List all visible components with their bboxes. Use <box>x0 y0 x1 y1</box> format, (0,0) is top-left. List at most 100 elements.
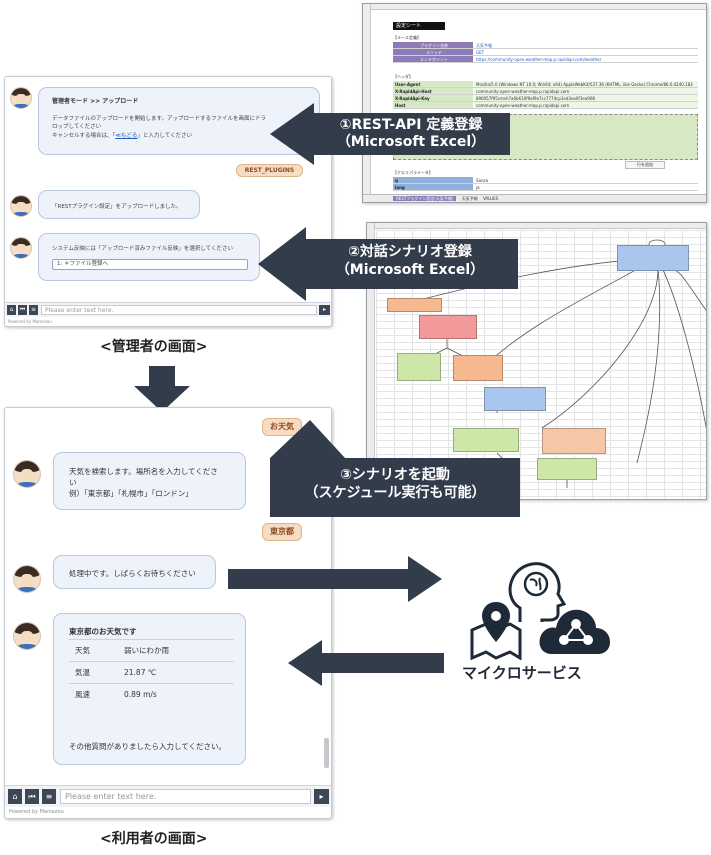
section-query: 【クエリパラメータ】 <box>393 170 433 175</box>
sheet-value-cell[interactable]: 天気予報 <box>476 43 492 48</box>
sheet-value-cell[interactable]: Mozilla/5.0 (Windows NT 10.0; Win64; x64… <box>474 81 698 87</box>
cancel-text-pre: キャンセルする場合は、「 <box>52 133 116 139</box>
step2-label: ②対話シナリオ登録 （Microsoft Excel） <box>310 243 510 279</box>
microservice-label: マイクロサービス <box>462 664 582 682</box>
weather-title: 東京都のお天気です <box>69 627 137 636</box>
row-header <box>363 4 371 202</box>
send-icon[interactable]: ▸ <box>314 789 329 804</box>
weather-row-value: 21.87 ℃ <box>124 668 157 677</box>
bot-avatar <box>13 565 41 593</box>
weather-row-label: 天気 <box>75 646 90 655</box>
flow-node <box>397 353 441 381</box>
sheet-key-cell[interactable]: X-RapidApi-Key <box>393 95 473 101</box>
bot-message: 「RESTプラグイン設定」をアップロードしました。 <box>38 190 200 219</box>
admin-chat-window: 管理者モード >> アップロード データファイルのアップロードを開始します。アッ… <box>4 76 332 327</box>
response-arrow <box>288 640 444 686</box>
cloud-network-icon <box>539 609 610 654</box>
reflect-instruction: システム反映には「アップロード済みファイル反映」を選択してください <box>52 246 234 252</box>
option-button[interactable]: 1: ＊ファイル登録へ <box>52 259 248 270</box>
step3-title: ③シナリオを起動 <box>340 467 450 483</box>
sheet-value-cell[interactable]: https://community-open-weather-map.p.rap… <box>476 57 602 62</box>
weather-prompt-2: い <box>69 478 77 487</box>
sheet-value-cell[interactable]: community-open-weather-map.p.rapidapi.co… <box>474 102 698 108</box>
menu-icon[interactable]: ≡ <box>42 789 56 804</box>
weather-row-label: 風速 <box>75 690 90 699</box>
input-bar: ⌂ ⏮ ≡ Please enter text here. ▸ <box>5 785 331 807</box>
user-message: REST_PLUGINS <box>236 164 303 177</box>
step1-title: ①REST-API 定義登録 <box>339 117 483 133</box>
bot-message: システム反映には「アップロード済みファイル反映」を選択してください 1: ＊ファ… <box>38 233 260 281</box>
user-caption: <利用者の画面> <box>100 831 208 847</box>
skip-back-icon[interactable]: ⏮ <box>25 789 39 804</box>
sheet-key-cell[interactable]: X-RapidApi-Host <box>393 88 473 94</box>
bot-message: 処理中です。しばらくお待ちください <box>53 555 216 589</box>
sheet-key-cell[interactable]: エンドポイント <box>393 56 473 62</box>
section-rule: 【ルール定義】 <box>393 35 421 40</box>
processing-text: 処理中です。しばらくお待ちください <box>69 569 196 578</box>
bot-avatar <box>10 237 32 259</box>
step3-subtitle: （スケジュール実行も可能） <box>304 485 486 501</box>
flow-node <box>537 458 597 480</box>
sheet-tab[interactable]: VALUES <box>482 196 499 201</box>
sheet-tab[interactable]: RESTプラグイン設定(天気予報) <box>393 196 457 201</box>
user-message: お天気 <box>262 418 302 436</box>
sheet-key-cell[interactable]: Host <box>393 102 473 108</box>
skip-back-icon[interactable]: ⏮ <box>18 305 27 315</box>
step2-subtitle: （Microsoft Excel） <box>335 262 485 278</box>
followup-text: その他質問がありましたら入力してください。 <box>69 742 227 751</box>
step3-arrow <box>270 420 520 517</box>
step1-arrow <box>270 103 510 165</box>
message-input[interactable]: Please enter text here. <box>60 789 311 804</box>
sheet-key-cell[interactable]: プラグイン名称 <box>393 42 473 48</box>
sheet-key-cell[interactable]: メソッド <box>393 49 473 55</box>
admin-mode-header: 管理者モード >> アップロード <box>52 98 139 105</box>
bot-message: 管理者モード >> アップロード データファイルのアップロードを開始します。アッ… <box>38 87 320 155</box>
step1-subtitle: （Microsoft Excel） <box>336 134 486 150</box>
section-header: 【ヘッダ】 <box>393 74 413 79</box>
cancel-text-post: 」と入力してください <box>137 133 193 139</box>
add-row-button[interactable]: 行を追加 <box>625 161 665 169</box>
sheet-value-cell[interactable]: community-open-weather-map.p.rapidapi.co… <box>474 88 698 94</box>
step2-title: ②対話シナリオ登録 <box>348 244 472 260</box>
cancel-instruction: キャンセルする場合は、「≪もどる」と入力してください <box>52 131 192 139</box>
sheet-tab[interactable]: 天気予報 <box>461 196 478 201</box>
down-arrow <box>134 366 190 412</box>
message-input[interactable]: Please enter text here. <box>41 305 317 315</box>
flow-node <box>419 315 477 339</box>
step2-arrow <box>258 227 518 301</box>
menu-icon[interactable]: ≡ <box>29 305 38 315</box>
bot-avatar <box>10 195 32 217</box>
step3-label: ③シナリオを起動 （スケジュール実行も可能） <box>275 466 515 502</box>
sheet-key-cell[interactable]: q <box>393 177 473 183</box>
home-icon[interactable]: ⌂ <box>8 789 22 804</box>
admin-caption: <管理者の画面> <box>100 339 208 355</box>
sheet-value-cell[interactable]: GET <box>476 50 485 55</box>
upload-instruction-2: ロップしてください <box>52 124 102 130</box>
map-pin-icon <box>470 602 522 660</box>
sheet-key-cell[interactable]: User-Agent <box>393 81 473 87</box>
sheet-value-cell[interactable]: ja <box>476 185 480 190</box>
send-icon[interactable]: ▸ <box>319 305 330 315</box>
back-link[interactable]: ≪もどる <box>115 133 138 139</box>
scrollbar[interactable] <box>324 738 329 768</box>
upload-instruction-1: データファイルのアップロードを開始します。アップロードするファイルを画面にドラ <box>52 116 266 122</box>
sheet-key-cell[interactable]: lang <box>393 184 473 190</box>
sheet-value-cell[interactable]: Sanza <box>476 178 489 183</box>
bot-message: 天気を検索します。場所名を入力してくださ い 例）「東京都」「札幌市」「ロンドン… <box>53 452 246 510</box>
sheet-row: プラグイン名称天気予報 <box>393 42 698 49</box>
bot-avatar <box>13 460 41 488</box>
user-message: 東京都 <box>262 523 302 541</box>
home-icon[interactable]: ⌂ <box>7 305 16 315</box>
sheet-value-cell[interactable]: 896057f95cmsh7a6b610f9af9a7cc7774cp1ed3e… <box>474 95 698 101</box>
